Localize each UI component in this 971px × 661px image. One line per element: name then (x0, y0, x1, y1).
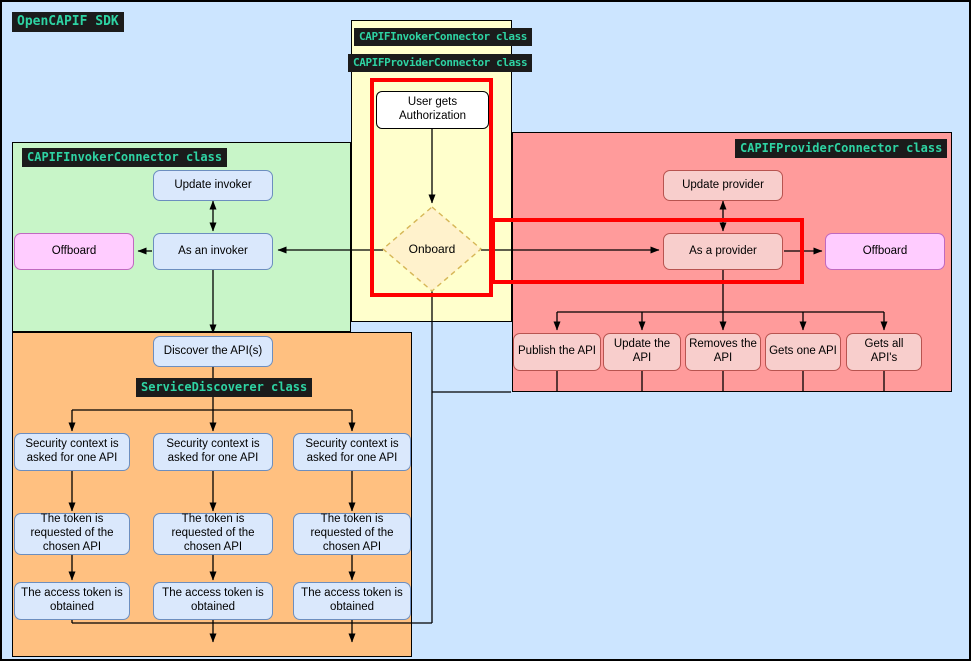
security-context-node: Security context is asked for one API (14, 433, 130, 471)
access-token-node: The access token is obtained (293, 582, 411, 620)
user-auth-node: User gets Authorization (376, 91, 489, 129)
provider-offboard-node: Offboard (825, 233, 945, 270)
api-op-publish-node: Publish the API (513, 333, 601, 371)
api-op-get-all-node: Gets all API's (846, 333, 922, 371)
invoker-offboard-node: Offboard (14, 233, 134, 270)
update-provider-node: Update provider (663, 170, 783, 201)
discover-apis-node: Discover the API(s) (153, 336, 273, 367)
invoker-class-label: CAPIFInvokerConnector class (22, 148, 228, 167)
token-request-node: The token is requested of the chosen API (293, 513, 411, 555)
security-context-node: Security context is asked for one API (153, 433, 273, 471)
access-token-node: The access token is obtained (153, 582, 273, 620)
service-discoverer-label: ServiceDiscoverer class (136, 378, 313, 397)
connector-invoker-header: CAPIFInvokerConnector class (354, 28, 533, 46)
update-invoker-node: Update invoker (153, 170, 273, 201)
provider-class-label: CAPIFProviderConnector class (735, 139, 948, 158)
token-request-node: The token is requested of the chosen API (153, 513, 273, 555)
access-token-node: The access token is obtained (14, 582, 130, 620)
onboard-node: Onboard (408, 241, 456, 256)
connector-provider-header: CAPIFProviderConnector class (348, 54, 533, 72)
api-op-remove-node: Removes the API (685, 333, 761, 371)
security-context-node: Security context is asked for one API (293, 433, 411, 471)
as-provider-node: As a provider (663, 233, 783, 270)
sdk-title: OpenCAPIF SDK (12, 12, 124, 33)
as-invoker-node: As an invoker (153, 233, 273, 270)
api-op-get-one-node: Gets one API (765, 333, 841, 371)
api-op-update-node: Update the API (603, 333, 681, 371)
token-request-node: The token is requested of the chosen API (14, 513, 130, 555)
